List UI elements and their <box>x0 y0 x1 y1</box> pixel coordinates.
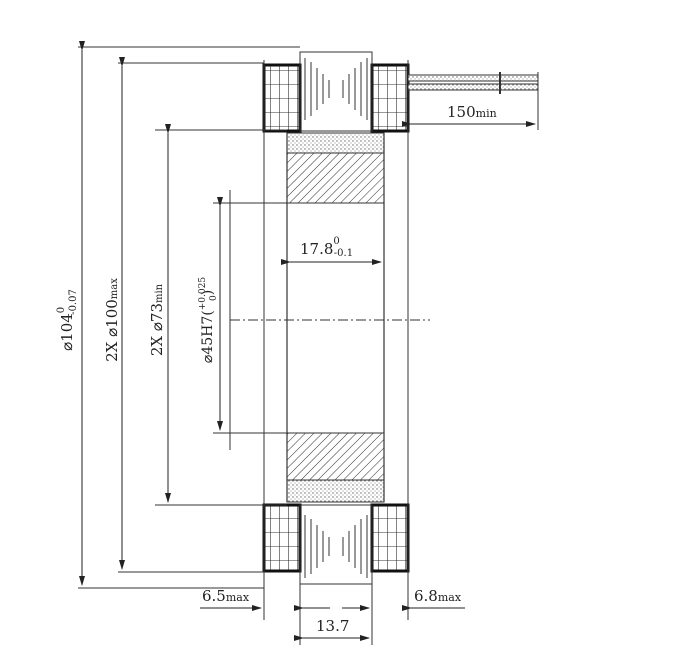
svg-text:2X ⌀100max: 2X ⌀100max <box>103 278 121 362</box>
label-outer-diameter: ⌀1040-0.07 <box>56 289 79 351</box>
label-bore: ⌀45H7(+0.0250) <box>198 277 219 363</box>
svg-text:⌀1040-0.07: ⌀1040-0.07 <box>56 289 79 351</box>
label-center-width: 13.7 <box>316 617 349 635</box>
svg-text:⌀45H7(+0.0250): ⌀45H7(+0.0250) <box>198 277 219 363</box>
label-left-offset: 6.5max <box>202 587 250 605</box>
lead-wires <box>407 72 539 94</box>
extension-lines <box>78 46 539 645</box>
label-width: 17.80-0.1 <box>300 236 353 259</box>
ring-body <box>286 132 385 503</box>
label-inner-min: 2X ⌀73min <box>148 283 166 356</box>
label-right-offset: 6.8max <box>414 587 462 605</box>
bottom-bearing <box>262 503 410 585</box>
top-bearing <box>262 51 410 133</box>
label-outer-max: 2X ⌀100max <box>103 278 121 362</box>
svg-text:2X ⌀73min: 2X ⌀73min <box>148 283 166 356</box>
label-lead-length: 150min <box>447 103 497 121</box>
